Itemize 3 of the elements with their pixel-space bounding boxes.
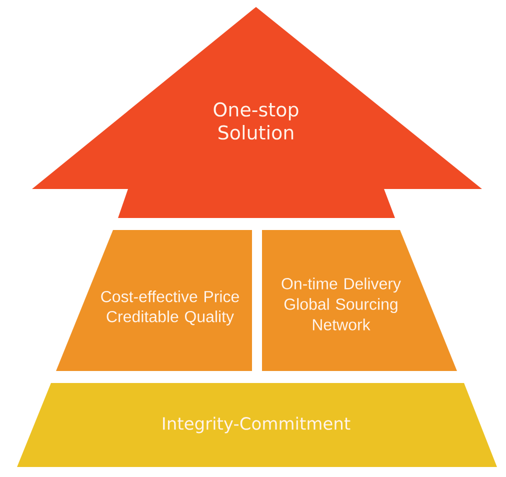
trapezoid-block: Cost-effective Price Creditable Quality [56, 230, 252, 371]
trapezoid-block: On-time Delivery Global Sourcing Network [262, 230, 457, 371]
trapezoid-band: Integrity-Commitment [17, 382, 497, 467]
